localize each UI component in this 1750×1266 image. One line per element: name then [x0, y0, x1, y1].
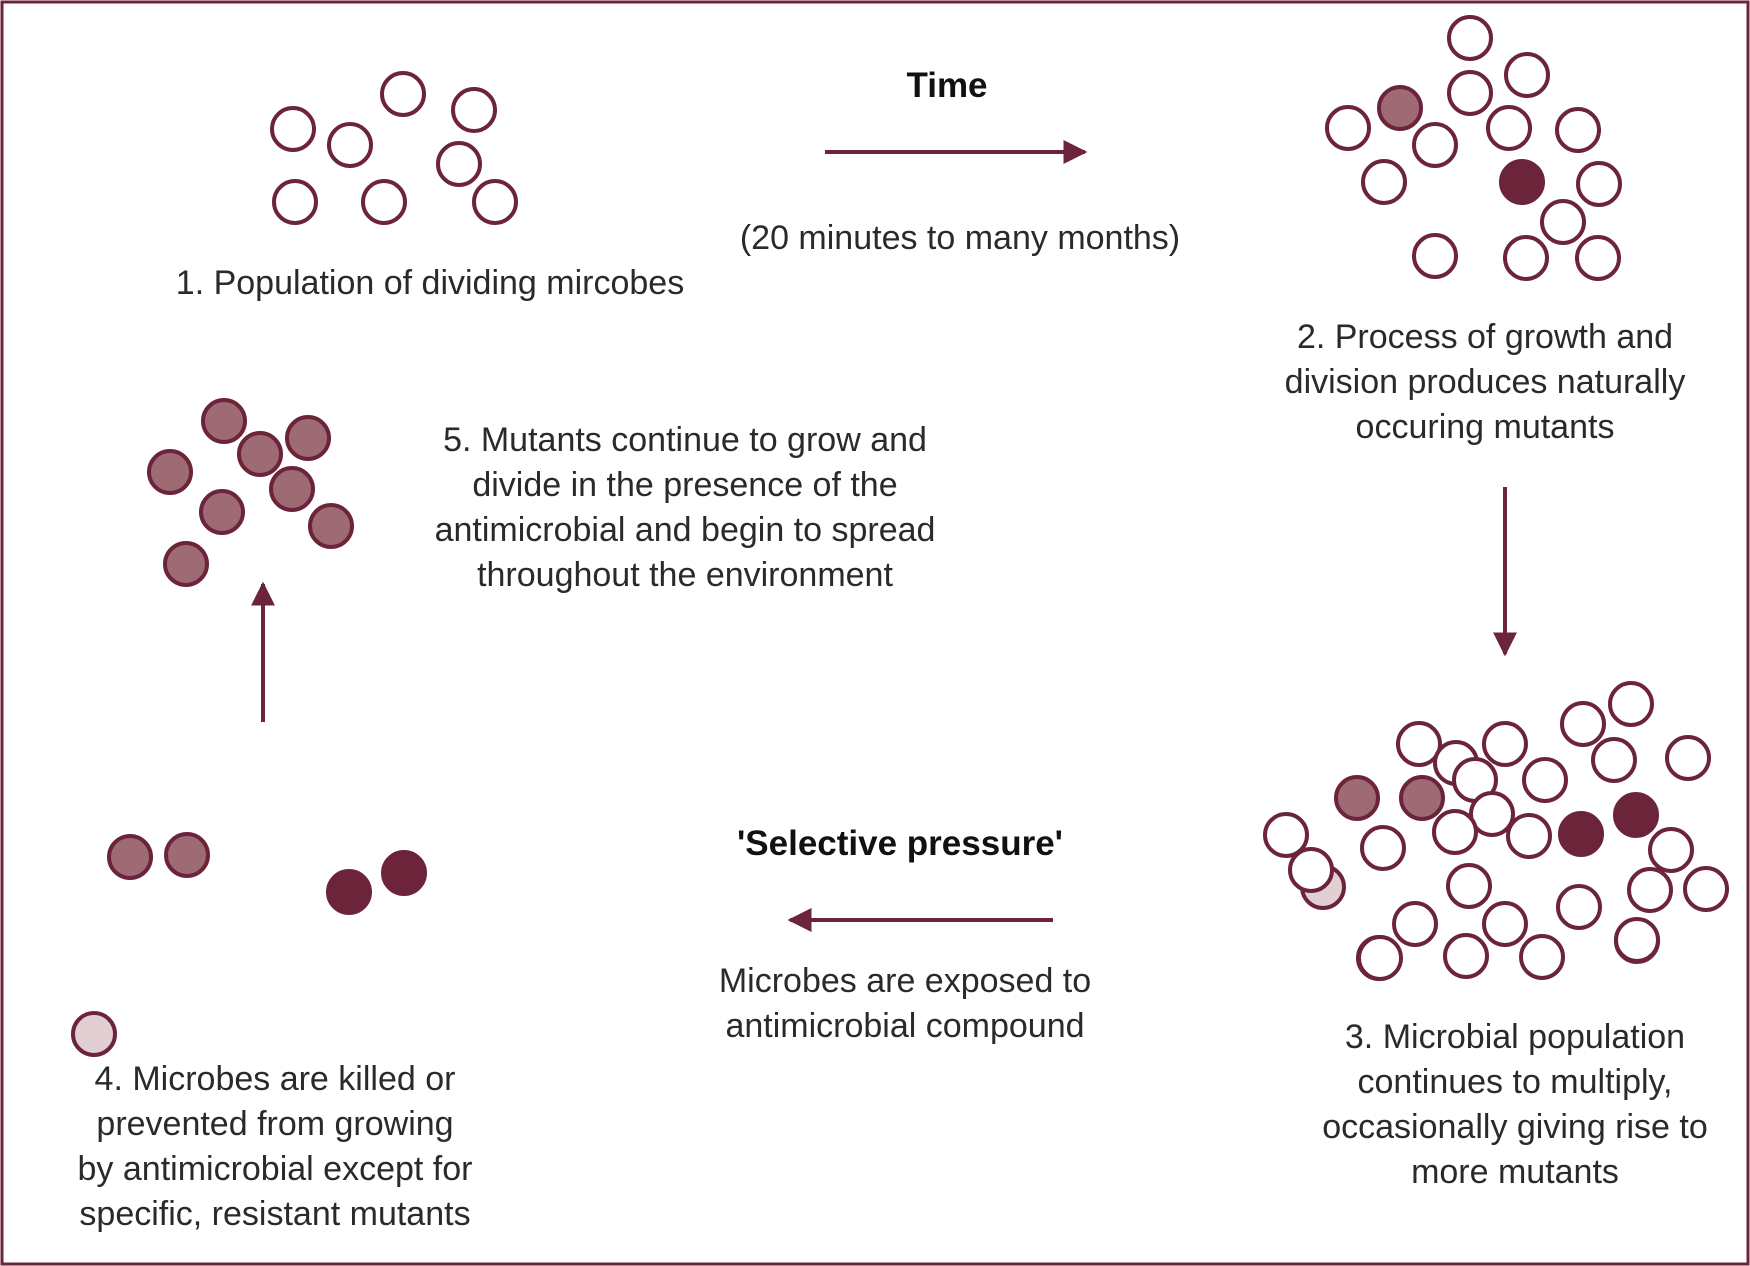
microbe-cell-normal [1392, 901, 1438, 947]
microbe-cell-mutant-dark [381, 850, 427, 896]
microbe-cell-normal [1412, 233, 1458, 279]
microbe-cell-mutant-medium [1399, 775, 1445, 821]
microbe-cell-normal [1503, 235, 1549, 281]
microbe-cell-normal [1447, 15, 1493, 61]
microbe-cell-mutant-medium [1377, 85, 1423, 131]
microbe-cell-normal [1614, 917, 1660, 963]
microbe-cell-normal [1665, 735, 1711, 781]
microbe-cell-normal [436, 141, 482, 187]
microbe-cell-normal [1432, 809, 1478, 855]
microbe-cell-normal [1288, 847, 1334, 893]
microbe-cell-mutant-medium [107, 834, 153, 880]
microbe-cell-normal [327, 122, 373, 168]
step-5-label: 5. Mutants continue to grow and divide i… [434, 421, 936, 594]
time-range-label: (20 minutes to many months) [739, 219, 1181, 257]
microbe-cell-normal [1263, 812, 1309, 858]
microbe-cell-normal [1325, 105, 1371, 151]
stage5-cluster [147, 398, 354, 587]
stage3-cluster [1263, 681, 1729, 981]
microbe-cell-mutant-dark [326, 869, 372, 915]
microbe-cell-normal [1519, 934, 1565, 980]
microbe-cell-normal [1648, 827, 1694, 873]
microbe-cell-mutant-medium [201, 398, 247, 444]
microbe-cell-normal [1447, 70, 1493, 116]
microbe-cell-normal [472, 179, 518, 225]
microbe-cell-normal [1396, 721, 1442, 767]
microbe-cell-normal [361, 179, 407, 225]
microbe-cell-normal [1504, 52, 1550, 98]
microbe-cell-normal [1506, 813, 1552, 859]
microbe-cell-mutant-medium [308, 503, 354, 549]
microbe-cell-normal [1469, 791, 1515, 837]
microbe-cell-normal [1576, 161, 1622, 207]
microbe-cell-normal [1591, 737, 1637, 783]
microbe-cell-mutant-medium [147, 449, 193, 495]
microbe-cell-normal [1575, 235, 1621, 281]
microbe-cell-normal [1522, 757, 1568, 803]
microbe-cells [71, 15, 1729, 1057]
stage4-cluster [71, 832, 427, 1057]
step-2-label: 2. Process of growth and division produc… [1284, 318, 1686, 446]
time-label: Time [906, 66, 988, 105]
selective-pressure-label: 'Selective pressure' [736, 824, 1063, 863]
microbe-cell-mutant-medium [164, 832, 210, 878]
microbe-cell-normal [1361, 159, 1407, 205]
microbe-cell-mutant-medium [285, 415, 331, 461]
microbe-cell-normal [272, 179, 318, 225]
microbe-cell-normal [1486, 105, 1532, 151]
microbe-cell-normal [270, 106, 316, 152]
microbe-cell-normal [1412, 122, 1458, 168]
step-4-label: 4. Microbes are killed or prevented from… [77, 1060, 473, 1233]
exposure-label: Microbes are exposed to antimicrobial co… [718, 962, 1092, 1045]
microbe-cell-normal [1556, 884, 1602, 930]
microbe-cell-normal [380, 71, 426, 117]
microbe-cell-mutant-dark [1499, 159, 1545, 205]
microbe-cell-normal [1482, 901, 1528, 947]
microbe-cell-normal [1360, 825, 1406, 871]
microbe-cell-normal [1540, 199, 1586, 245]
microbe-cell-mutant-medium [163, 541, 209, 587]
microbe-cell-normal [1608, 681, 1654, 727]
microbe-cell-mutant-medium [237, 431, 283, 477]
microbe-cell-normal [451, 87, 497, 133]
microbe-cell-normal [1683, 866, 1729, 912]
microbe-cell-normal [1555, 107, 1601, 153]
microbe-cell-mutant-medium [269, 466, 315, 512]
microbe-cell-normal [1482, 721, 1528, 767]
microbe-cell-normal [1446, 863, 1492, 909]
microbe-cell-normal [1627, 867, 1673, 913]
stage1-cluster [270, 71, 518, 225]
microbe-cell-normal [1560, 701, 1606, 747]
step-1-label: 1. Population of dividing mircobes [175, 264, 685, 302]
microbe-cell-mutant-light [71, 1011, 117, 1057]
step-3-label: 3. Microbial population continues to mul… [1322, 1018, 1708, 1191]
microbe-cell-normal [1357, 935, 1403, 981]
microbe-cell-mutant-dark [1613, 792, 1659, 838]
microbe-cell-normal [1443, 933, 1489, 979]
microbe-cell-mutant-medium [199, 489, 245, 535]
stage2-cluster [1325, 15, 1622, 281]
microbe-cell-mutant-dark [1558, 811, 1604, 857]
microbe-cell-mutant-medium [1334, 775, 1380, 821]
